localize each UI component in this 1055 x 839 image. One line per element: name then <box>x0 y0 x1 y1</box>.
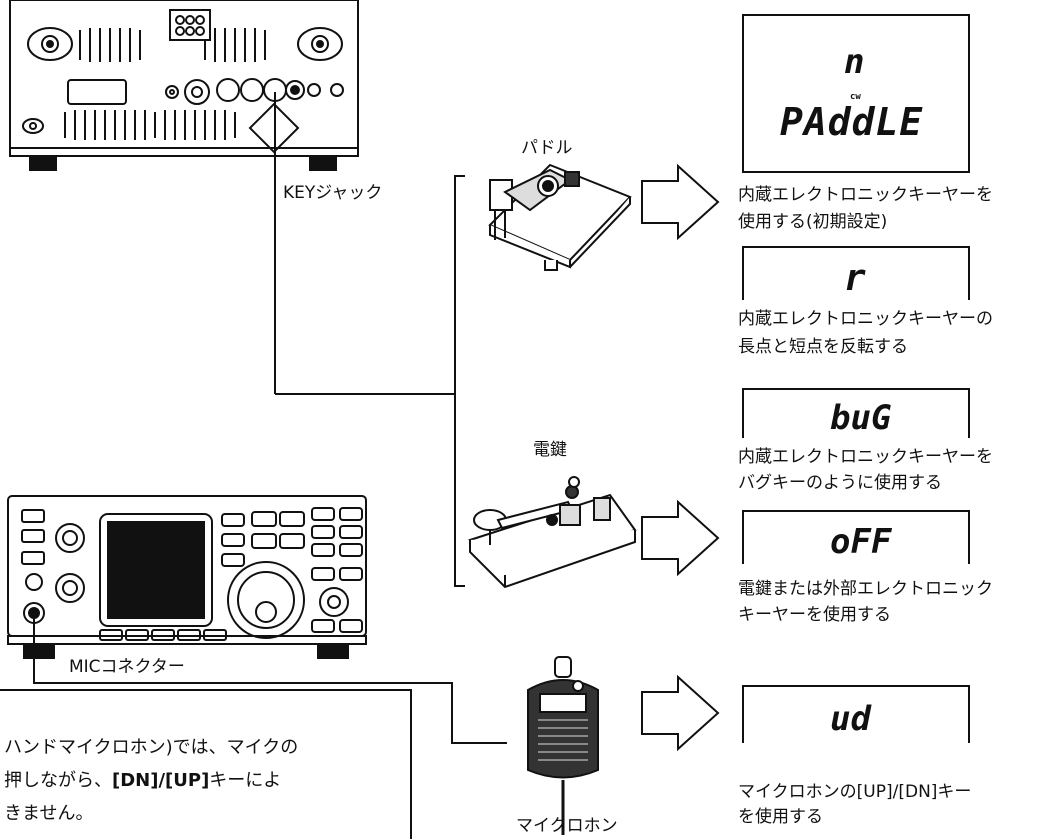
display-desc: 使用する(初期設定) <box>738 212 888 232</box>
arrows <box>641 163 720 752</box>
display-desc: 内蔵エレクトロニックキーヤーを <box>738 447 993 467</box>
hand-microphone <box>527 656 599 835</box>
straight-key-label: 電鍵 <box>533 440 567 460</box>
lcd-mode-text: ud <box>830 699 871 739</box>
arrow-right-icon <box>641 674 720 752</box>
display-desc: 電鍵または外部エレクトロニック <box>738 579 993 599</box>
lcd-mode-text: PAddLE <box>780 100 924 144</box>
note-line-1: ハンドマイクロホン)では、マイクの <box>4 737 299 758</box>
lcd-display-bug: buG <box>742 388 970 438</box>
lcd-display-updown: ud <box>742 685 970 743</box>
note-line-2: 押しながら、[DN]/[UP]キーによ <box>4 770 281 792</box>
arrow-right-icon <box>641 163 720 241</box>
straight-key <box>468 476 637 589</box>
radio-rear-panel <box>9 0 359 171</box>
note-text: キーによ <box>209 770 282 791</box>
radio-front-panel <box>7 495 367 659</box>
key-jack-label: KEYジャック <box>283 183 383 203</box>
display-desc: 長点と短点を反転する <box>738 337 908 357</box>
arrow-right-icon <box>641 499 720 577</box>
microphone-label: マイクロホン <box>516 816 618 836</box>
lcd-cw-indicator: cw <box>850 92 861 102</box>
lcd-mode-text: buG <box>830 398 892 438</box>
display-desc: 内蔵エレクトロニックキーヤーの <box>738 309 993 329</box>
note-text: 押しながら、 <box>4 770 112 791</box>
lcd-display-reverse: r <box>742 246 970 300</box>
display-desc: キーヤーを使用する <box>738 605 891 625</box>
lcd-mode-text: r <box>844 258 866 299</box>
lcd-menu-indicator: n <box>844 42 865 82</box>
paddle-key <box>488 163 632 271</box>
display-desc: 内蔵エレクトロニックキーヤーを <box>738 185 993 205</box>
display-desc: バグキーのように使用する <box>738 473 942 493</box>
paddle-label: パドル <box>521 138 573 158</box>
connection-lines <box>33 92 507 744</box>
display-desc: マイクロホンの[UP]/[DN]キー <box>738 782 972 802</box>
lcd-mode-text: oFF <box>830 522 892 562</box>
note-key-names: [DN]/[UP] <box>112 770 210 791</box>
note-box <box>0 689 412 839</box>
lcd-display-off: oFF <box>742 510 970 564</box>
display-desc: を使用する <box>738 807 823 827</box>
mic-connector-label: MICコネクター <box>69 657 185 677</box>
note-line-3: きません。 <box>4 803 94 824</box>
lcd-display-paddle: n cw PAddLE <box>742 14 970 173</box>
